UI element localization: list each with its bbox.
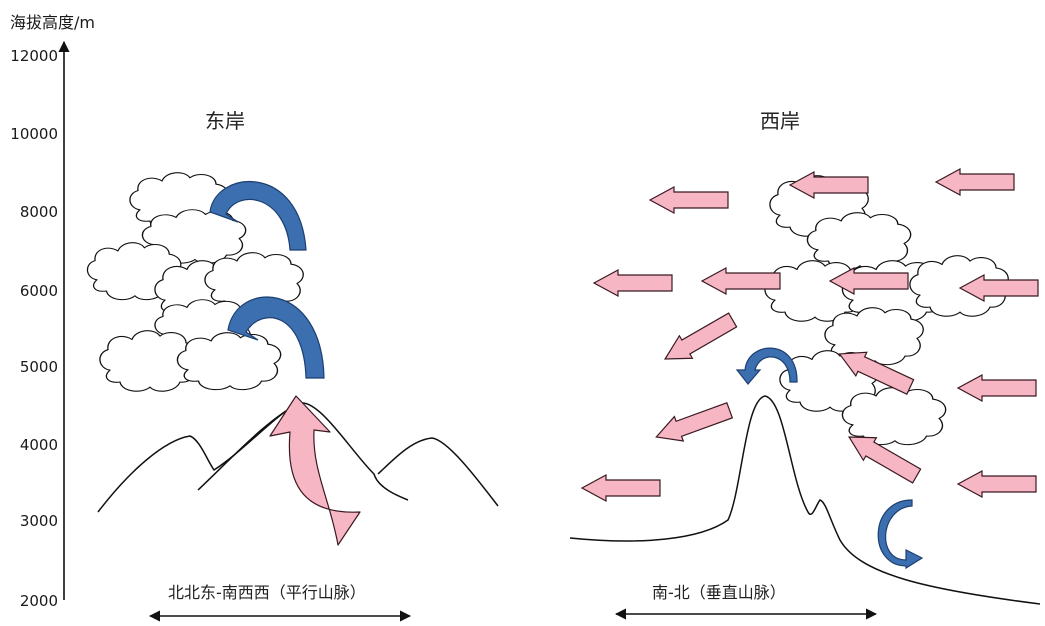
west-cloud-cluster xyxy=(765,176,1008,445)
tick-label: 6000 xyxy=(20,282,58,300)
wind-arrow xyxy=(958,471,1036,497)
east-mountain-ridge xyxy=(98,403,408,512)
wind-arrow xyxy=(582,475,660,501)
tick-label: 2000 xyxy=(20,592,58,610)
wind-arrow xyxy=(650,187,728,213)
wind-arrow xyxy=(936,169,1014,195)
wind-arrow xyxy=(958,375,1036,401)
tick-label: 12000 xyxy=(10,47,58,65)
tick-label: 5000 xyxy=(20,358,58,376)
west-shore-title: 西岸 xyxy=(760,109,800,133)
east-shore-title: 东岸 xyxy=(205,109,245,133)
tick-label: 3000 xyxy=(20,512,58,530)
east-range-label: 北北东-南西西（平行山脉） xyxy=(168,583,366,602)
wind-arrow xyxy=(659,309,740,371)
west-range-label: 南-北（垂直山脉） xyxy=(652,583,786,602)
east-mountain-right-peak xyxy=(378,438,498,506)
wind-arrow xyxy=(652,398,734,449)
tick-label: 10000 xyxy=(10,125,58,143)
east-upslope-wind-arrow xyxy=(270,396,360,545)
west-lower-rotation-arrow xyxy=(878,500,922,568)
y-axis-title: 海拔高度/m xyxy=(10,13,95,32)
tick-label: 8000 xyxy=(20,203,58,221)
y-axis: 海拔高度/m 12000 10000 8000 6000 5000 4000 3… xyxy=(10,13,95,610)
tick-label: 4000 xyxy=(20,436,58,454)
west-mountain-profile xyxy=(570,396,1040,604)
wind-arrow xyxy=(594,270,672,296)
